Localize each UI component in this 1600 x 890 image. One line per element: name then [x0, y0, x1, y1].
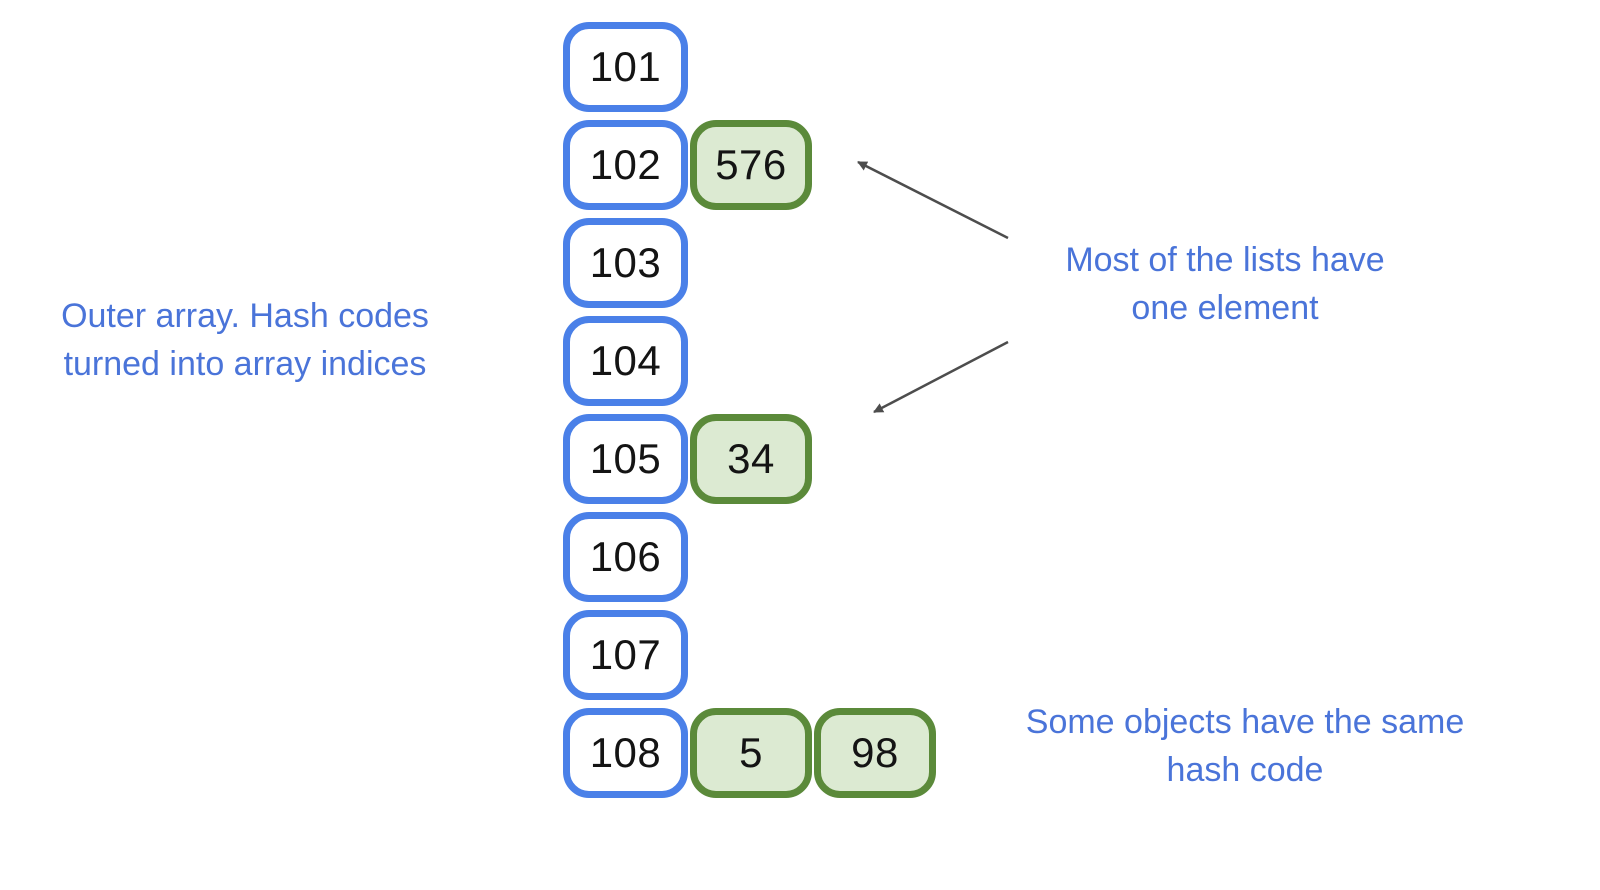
array-row-102: 102 576 — [563, 120, 936, 210]
chain-cell-5: 5 — [690, 708, 812, 798]
array-cell-104: 104 — [563, 316, 688, 406]
array-row-108: 108 5 98 — [563, 708, 936, 798]
annotation-most-lists: Most of the lists have one element — [1065, 241, 1385, 328]
annotation-outer-array: Outer array. Hash codes turned into arra… — [61, 297, 429, 384]
array-cell-102: 102 — [563, 120, 688, 210]
outer-array: 101 102 576 103 104 105 34 106 107 108 5… — [563, 22, 936, 798]
array-row-101: 101 — [563, 22, 936, 112]
array-row-103: 103 — [563, 218, 936, 308]
array-cell-103: 103 — [563, 218, 688, 308]
array-cell-101: 101 — [563, 22, 688, 112]
chain-cell-576: 576 — [690, 120, 812, 210]
annotation-same-hash-code: Some objects have the same hash code — [1025, 703, 1465, 790]
array-row-107: 107 — [563, 610, 936, 700]
array-row-105: 105 34 — [563, 414, 936, 504]
array-cell-106: 106 — [563, 512, 688, 602]
chain-cell-34: 34 — [690, 414, 812, 504]
array-row-106: 106 — [563, 512, 936, 602]
array-cell-107: 107 — [563, 610, 688, 700]
chain-cell-98: 98 — [814, 708, 936, 798]
array-row-104: 104 — [563, 316, 936, 406]
array-cell-108: 108 — [563, 708, 688, 798]
array-cell-105: 105 — [563, 414, 688, 504]
